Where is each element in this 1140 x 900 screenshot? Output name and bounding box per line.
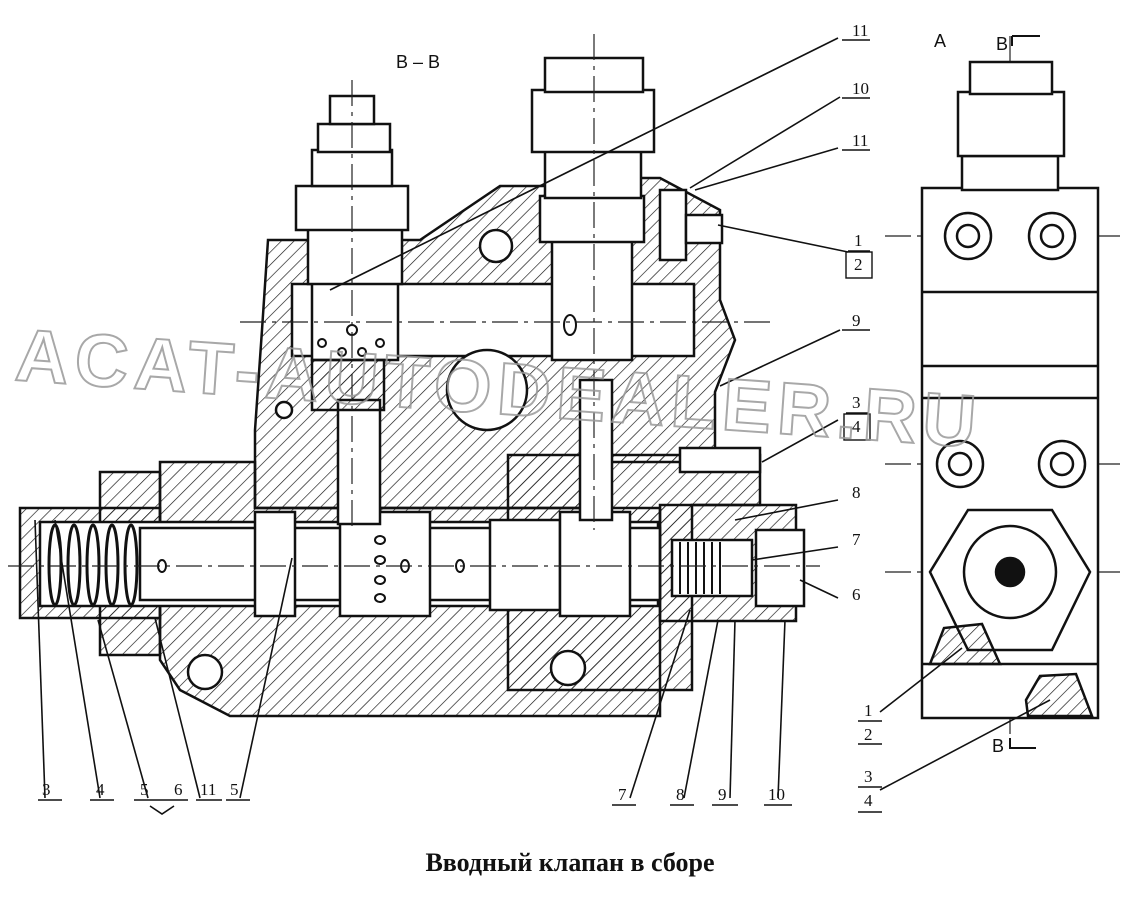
left-passage bbox=[336, 398, 382, 526]
callout-7-bottom: 7 bbox=[618, 785, 627, 804]
callout-6: 6 bbox=[852, 585, 861, 604]
callout-11-mid: 11 bbox=[852, 131, 868, 150]
left-adjuster-body bbox=[310, 278, 400, 362]
callout-4-bottom: 4 bbox=[96, 780, 105, 799]
svg-text:3: 3 bbox=[852, 393, 861, 412]
svg-text:3: 3 bbox=[864, 767, 873, 786]
fraction-callout-3-4-top: 3 4 bbox=[843, 393, 871, 441]
view-label: A bbox=[934, 31, 946, 51]
svg-text:4: 4 bbox=[852, 417, 861, 436]
callouts-bottom: 3 4 5 6 11 5 7 8 9 10 bbox=[38, 780, 792, 815]
vent-fitting bbox=[658, 188, 688, 262]
svg-text:1: 1 bbox=[864, 701, 873, 720]
svg-text:2: 2 bbox=[864, 725, 873, 744]
center-hex-nut bbox=[530, 88, 656, 154]
center-port bbox=[445, 348, 529, 432]
fraction-callout-1-2-bottom: 1 2 bbox=[858, 701, 882, 745]
section-title: B – B bbox=[396, 52, 440, 72]
callout-9-bottom: 9 bbox=[718, 785, 727, 804]
callout-7: 7 bbox=[852, 530, 861, 549]
main-section-view bbox=[18, 56, 806, 718]
callout-11-bottom: 11 bbox=[200, 780, 216, 799]
center-adjuster-body bbox=[550, 238, 634, 362]
drawing-caption: Вводный клапан в сборе bbox=[425, 848, 715, 877]
callout-6-bottom: 6 bbox=[174, 780, 183, 799]
side-hex-nut bbox=[956, 90, 1066, 158]
callout-5-bottom-left: 5 bbox=[140, 780, 149, 799]
leader-lines bbox=[34, 37, 1051, 799]
right-passage bbox=[578, 378, 614, 522]
svg-text:2: 2 bbox=[854, 255, 863, 274]
callout-8-bottom: 8 bbox=[676, 785, 685, 804]
callout-3-bottom: 3 bbox=[42, 780, 51, 799]
callouts-top: 11 10 11 9 8 7 6 bbox=[842, 21, 870, 604]
svg-text:4: 4 bbox=[864, 791, 873, 810]
fraction-callout-1-2-top: 1 2 bbox=[845, 231, 873, 279]
callout-5-bottom-right: 5 bbox=[230, 780, 239, 799]
section-mark-top: B bbox=[996, 34, 1008, 54]
callout-10: 10 bbox=[852, 79, 869, 98]
callout-11-top: 11 bbox=[852, 21, 868, 40]
callout-10-bottom: 10 bbox=[768, 785, 785, 804]
callout-9: 9 bbox=[852, 311, 861, 330]
spring-left bbox=[47, 523, 139, 607]
side-view-a bbox=[920, 60, 1100, 720]
svg-text:1: 1 bbox=[854, 231, 863, 250]
side-bolt-holes bbox=[935, 211, 1087, 489]
section-mark-bottom: B bbox=[992, 736, 1004, 756]
fraction-callout-3-4-bottom: 3 4 bbox=[858, 767, 882, 813]
callout-8: 8 bbox=[852, 483, 861, 502]
